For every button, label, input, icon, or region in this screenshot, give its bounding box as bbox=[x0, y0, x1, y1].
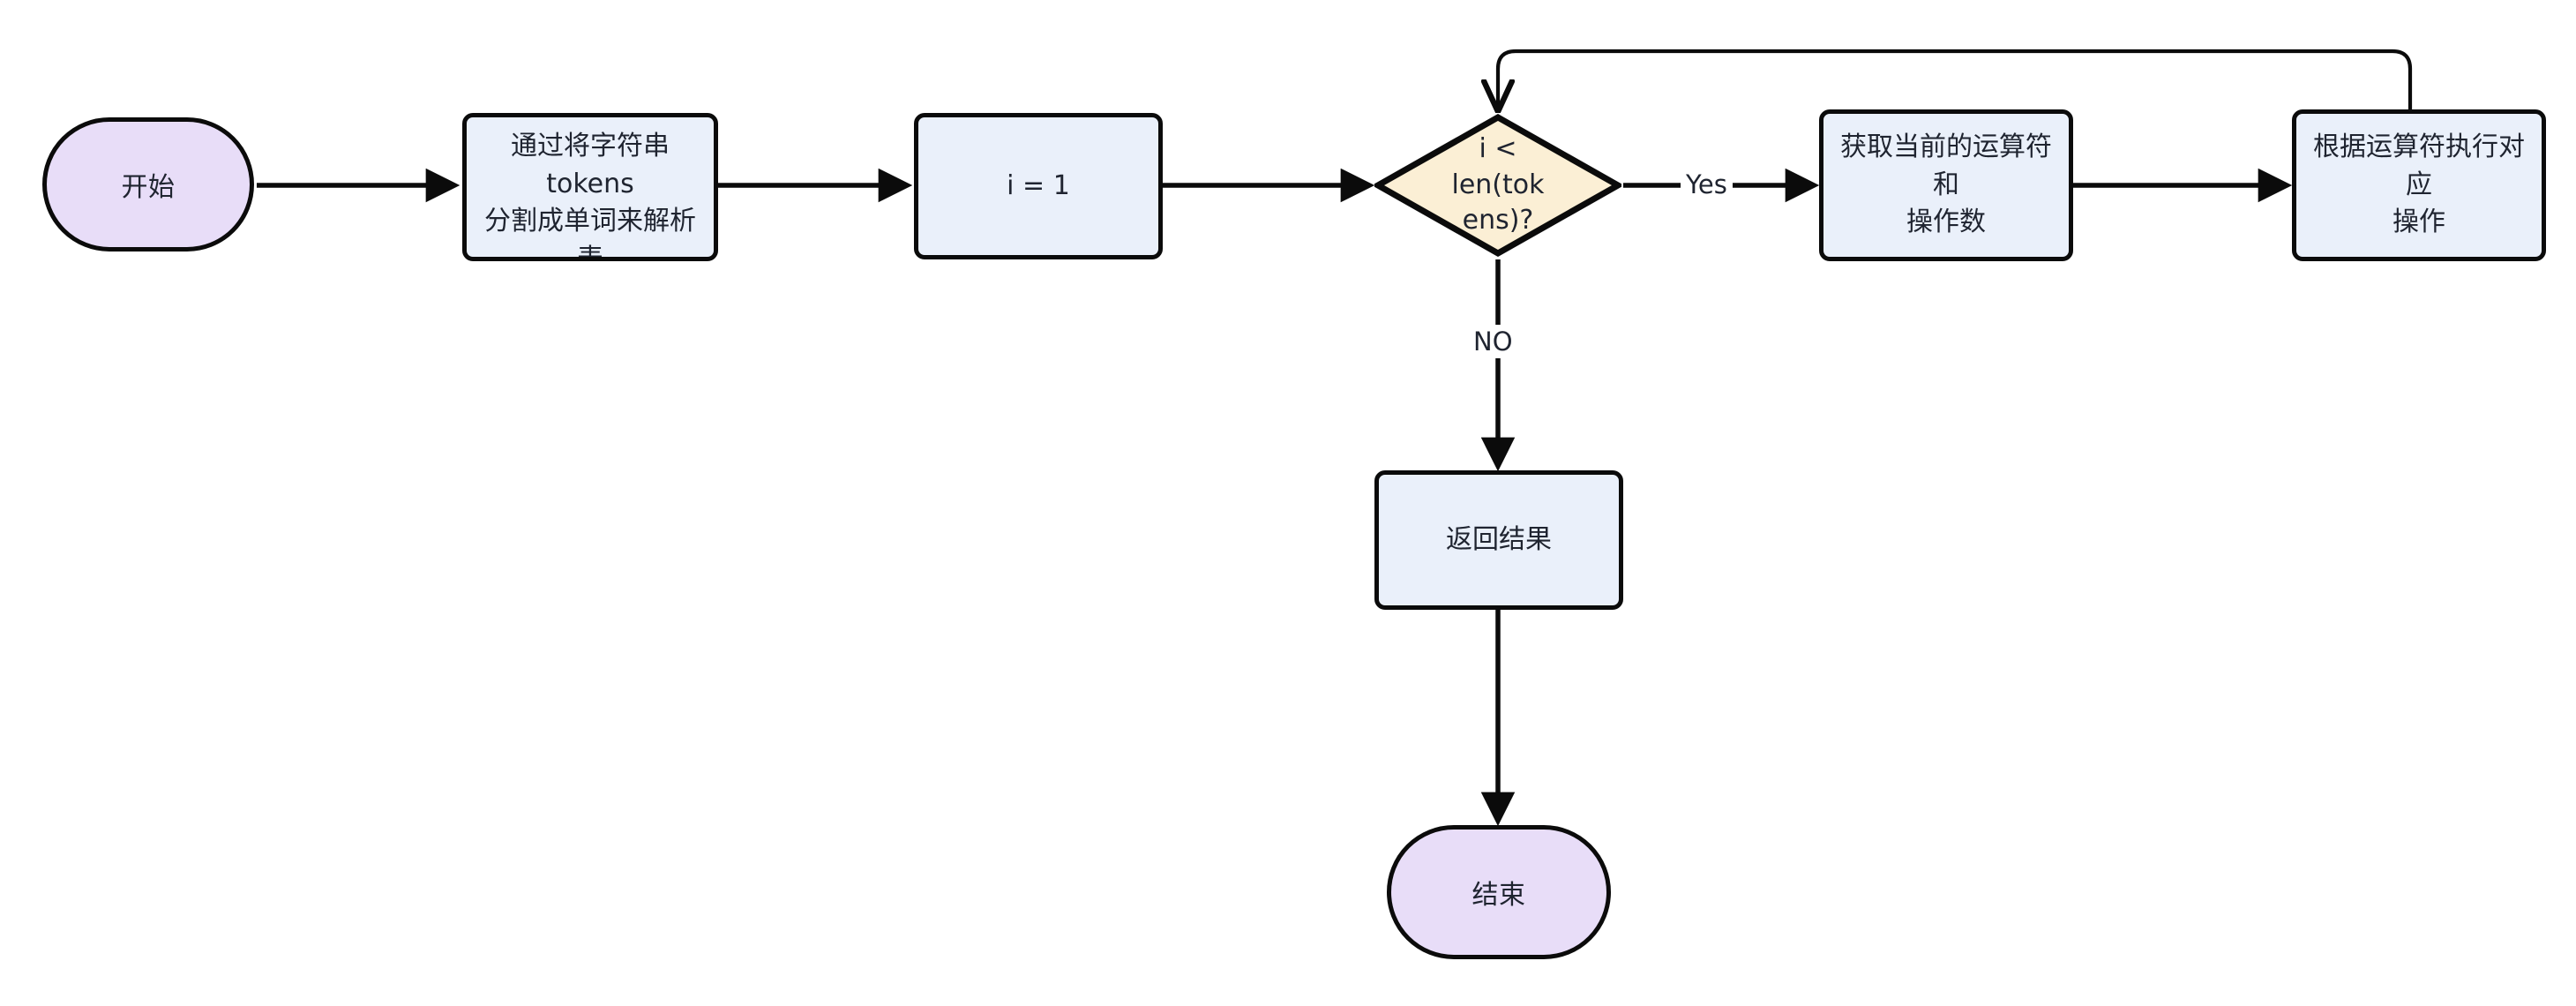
node-parse-line-2: 分割成单词来解析表 bbox=[484, 206, 696, 261]
edge-label-no: NO bbox=[1468, 325, 1518, 358]
node-fetch-line-2: 操作数 bbox=[1906, 206, 1986, 238]
node-init-index-label: i = 1 bbox=[1007, 169, 1070, 201]
node-init-index[interactable]: i = 1 bbox=[914, 113, 1163, 259]
diamond-shape bbox=[1374, 114, 1621, 257]
node-end-label: 结束 bbox=[1471, 880, 1526, 911]
node-return-result-label: 返回结果 bbox=[1446, 523, 1552, 555]
edge-label-yes: Yes bbox=[1681, 168, 1733, 201]
node-condition[interactable]: i < len(tok ens)? bbox=[1374, 114, 1621, 257]
node-apply-line-1: 根据运算符执行对应 bbox=[2313, 131, 2525, 200]
node-apply-operation[interactable]: 根据运算符执行对应 操作 bbox=[2292, 109, 2546, 261]
node-return-result[interactable]: 返回结果 bbox=[1374, 470, 1623, 610]
node-start-label: 开始 bbox=[121, 172, 176, 203]
node-fetch-operator-operands[interactable]: 获取当前的运算符和 操作数 bbox=[1819, 109, 2073, 261]
node-condition-line-1: i < len(tok bbox=[1451, 133, 1545, 200]
edge-apply-loopback-to-condition bbox=[1498, 49, 2413, 113]
node-parse-expression[interactable]: 通过将字符串tokens 分割成单词来解析表 达式，假设表达式格 式正确 bbox=[462, 113, 718, 261]
node-condition-label: i < len(tok ens)? bbox=[1432, 131, 1564, 239]
node-end[interactable]: 结束 bbox=[1387, 825, 1611, 959]
node-parse-line-1: 通过将字符串tokens bbox=[511, 131, 670, 199]
node-start[interactable]: 开始 bbox=[42, 117, 254, 252]
node-fetch-line-1: 获取当前的运算符和 bbox=[1840, 131, 2052, 200]
node-condition-line-2: ens)? bbox=[1462, 205, 1534, 236]
node-apply-line-2: 操作 bbox=[2393, 206, 2445, 238]
